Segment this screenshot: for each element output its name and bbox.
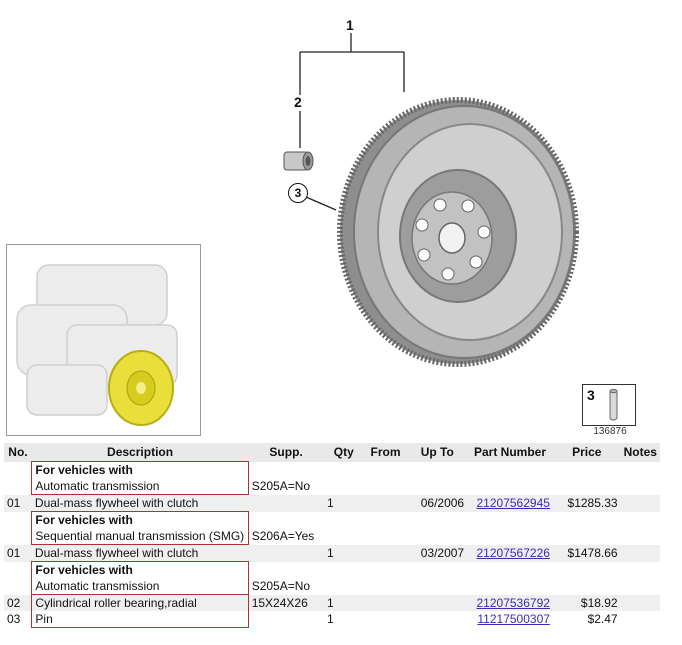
cell-supp xyxy=(248,544,324,562)
condition-supp: S205A=No xyxy=(248,478,324,495)
col-header-description: Description xyxy=(31,443,249,462)
condition-title: For vehicles with xyxy=(31,561,249,578)
cell-supp xyxy=(248,611,324,628)
part-number-link[interactable]: 21207567226 xyxy=(476,546,550,560)
col-header-price: Price xyxy=(552,443,621,462)
col-header-supp: Supp. xyxy=(248,443,324,462)
cell-up-to: 03/2007 xyxy=(407,544,468,562)
cell-description: Dual-mass flywheel with clutch xyxy=(31,494,249,512)
col-header-qty: Qty xyxy=(324,443,364,462)
table-row[interactable]: 01 Dual-mass flywheel with clutch 1 03/2… xyxy=(4,544,660,562)
part-number-link[interactable]: 11217500307 xyxy=(477,612,550,627)
cell-up-to xyxy=(407,594,468,611)
pin-icon xyxy=(609,388,618,421)
cell-from xyxy=(363,594,408,611)
col-header-from: From xyxy=(363,443,408,462)
legend-number: 3 xyxy=(587,387,595,403)
cell-description: Dual-mass flywheel with clutch xyxy=(31,544,249,562)
condition-row: For vehicles with xyxy=(4,511,660,528)
condition-row: Automatic transmission S205A=No xyxy=(4,478,660,495)
cell-supp: 15X24X26 xyxy=(248,594,324,611)
callout-1: 1 xyxy=(346,17,354,33)
cell-description: Cylindrical roller bearing,radial xyxy=(31,594,249,611)
parts-table: No. Description Supp. Qty From Up To Par… xyxy=(4,443,660,628)
condition-detail: Sequential manual transmission (SMG) xyxy=(31,528,249,545)
cell-no: 03 xyxy=(4,611,32,628)
cell-notes xyxy=(620,594,660,611)
cell-from xyxy=(363,611,408,628)
condition-row: Sequential manual transmission (SMG) S20… xyxy=(4,528,660,545)
cell-qty: 1 xyxy=(324,544,364,562)
condition-title: For vehicles with xyxy=(31,511,249,528)
col-header-part-number: Part Number xyxy=(467,443,553,462)
cell-price: $2.47 xyxy=(552,611,621,628)
cell-no: 02 xyxy=(4,594,32,611)
condition-supp: S206A=Yes xyxy=(248,528,324,545)
table-row[interactable]: 03 Pin 1 11217500307 $2.47 xyxy=(4,611,660,628)
engine-thumbnail-illustration xyxy=(16,264,178,426)
cell-supp xyxy=(248,494,324,512)
col-header-no: No. xyxy=(4,443,32,462)
condition-row: Automatic transmission S205A=No xyxy=(4,578,660,595)
cell-price: $1478.66 xyxy=(552,544,621,562)
condition-row: For vehicles with xyxy=(4,461,660,478)
engine-thumbnail[interactable] xyxy=(6,244,201,436)
condition-detail: Automatic transmission xyxy=(31,578,249,595)
callout-2: 2 xyxy=(294,94,302,110)
cell-description: Pin xyxy=(31,611,249,628)
cell-notes xyxy=(620,544,660,562)
cell-notes xyxy=(620,494,660,512)
parts-diagram: 1 2 3 3 136876 xyxy=(6,17,636,437)
cell-up-to xyxy=(407,611,468,628)
table-header-row: No. Description Supp. Qty From Up To Par… xyxy=(4,443,660,462)
cell-up-to: 06/2006 xyxy=(407,494,468,512)
bearing-illustration xyxy=(283,151,314,171)
callout-3: 3 xyxy=(288,183,308,203)
cell-no: 01 xyxy=(4,544,32,562)
flywheel-illustration xyxy=(337,97,579,367)
cell-notes xyxy=(620,611,660,628)
condition-row: For vehicles with xyxy=(4,561,660,578)
cell-no: 01 xyxy=(4,494,32,512)
cell-from xyxy=(363,494,408,512)
col-header-up-to: Up To xyxy=(407,443,468,462)
table-row[interactable]: 02 Cylindrical roller bearing,radial 15X… xyxy=(4,594,660,611)
table-row[interactable]: 01 Dual-mass flywheel with clutch 1 06/2… xyxy=(4,494,660,512)
cell-price: $1285.33 xyxy=(552,494,621,512)
condition-supp: S205A=No xyxy=(248,578,324,595)
col-header-notes: Notes xyxy=(620,443,660,462)
condition-title: For vehicles with xyxy=(31,461,249,478)
part-number-link[interactable]: 21207562945 xyxy=(476,496,550,510)
cell-qty: 1 xyxy=(324,611,364,628)
cell-from xyxy=(363,544,408,562)
cell-qty: 1 xyxy=(324,494,364,512)
condition-detail: Automatic transmission xyxy=(31,478,249,495)
legend-box: 3 xyxy=(582,384,636,426)
diagram-code: 136876 xyxy=(593,426,627,437)
cell-price: $18.92 xyxy=(552,594,621,611)
callout-lines xyxy=(283,33,579,367)
part-number-link[interactable]: 21207536792 xyxy=(476,595,550,610)
cell-qty: 1 xyxy=(324,594,364,611)
